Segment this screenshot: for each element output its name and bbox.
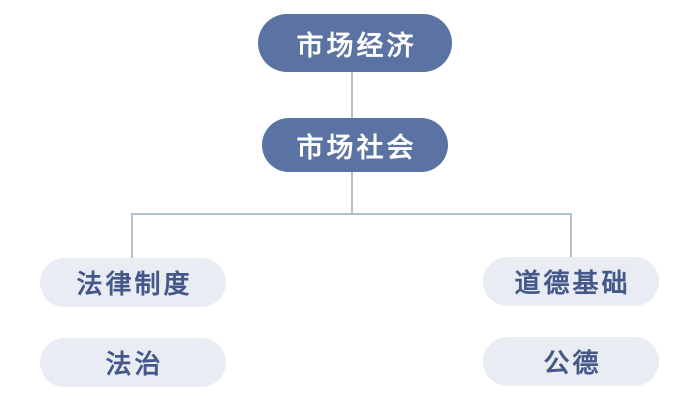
connector-economy-to-society	[351, 72, 353, 118]
node-legal-system: 法律制度	[40, 258, 226, 307]
node-market-economy: 市场经济	[258, 14, 452, 72]
node-market-society: 市场社会	[262, 118, 448, 172]
node-rule-of-law: 法治	[40, 338, 226, 387]
connector-right-branch	[570, 213, 572, 257]
connector-left-branch	[131, 213, 133, 258]
node-public-morality: 公德	[483, 337, 659, 386]
connector-society-stem	[351, 171, 353, 214]
connector-branch-bar	[131, 213, 572, 215]
node-moral-foundation: 道德基础	[483, 257, 659, 306]
